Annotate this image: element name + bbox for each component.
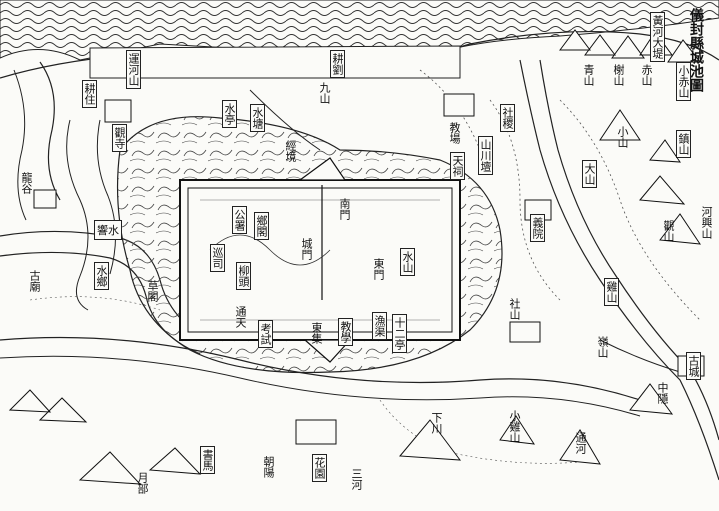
label-jiaoxue: 教學 xyxy=(338,318,353,346)
label-yuebu: 月部 xyxy=(136,472,149,494)
label-xunshi: 巡司 xyxy=(210,244,225,272)
label-guanshan: 觀山 xyxy=(662,220,675,242)
label-longgu: 龍谷 xyxy=(20,172,33,194)
label-shuiji: 水鄉 xyxy=(94,262,109,290)
label-zhenshan: 鎮山 xyxy=(676,130,691,158)
label-dongmen: 東門 xyxy=(372,258,385,280)
label-xiashui: 響水 xyxy=(94,220,122,240)
label-xiaojishan: 小雞山 xyxy=(508,410,521,443)
label-jishan: 雞山 xyxy=(604,278,619,306)
label-tongtian: 通天 xyxy=(234,306,247,328)
label-nanmen: 南門 xyxy=(338,198,351,220)
label-yiyuan: 義院 xyxy=(530,214,545,242)
label-hushan: 九山 xyxy=(318,82,331,104)
label-tonghe: 通河 xyxy=(574,432,587,454)
label-gengdiao: 耕劉 xyxy=(330,50,345,78)
label-gongyu: 公署 xyxy=(232,206,247,234)
label-xiaoshan: 小山 xyxy=(616,126,629,148)
label-guansi: 觀寺 xyxy=(112,124,127,152)
label-hexingshan: 河興山 xyxy=(700,206,713,239)
label-qingshan: 青山 xyxy=(582,64,595,86)
label-gucheng: 古城 xyxy=(686,352,701,380)
label-huayuan: 花園 xyxy=(312,454,327,482)
label-dongji: 東集 xyxy=(310,322,323,344)
label-xiangge: 鄉閣 xyxy=(254,212,269,240)
buildings xyxy=(33,93,705,445)
top-water xyxy=(0,0,719,221)
label-shanhuan: 山川壇 xyxy=(478,136,493,175)
label-shuma: 書馬 xyxy=(200,446,215,474)
label-xiaochishan: 小赤山 xyxy=(676,62,691,101)
label-huanghe-dadi: 黃河大堤 xyxy=(650,12,665,62)
label-chaoyang: 朝陽 xyxy=(262,456,275,478)
label-lianshan: 運河山 xyxy=(126,50,141,89)
label-liutou: 柳頭 xyxy=(236,262,251,290)
right-river xyxy=(519,59,719,481)
label-shuishan: 水山 xyxy=(400,248,415,276)
label-sanhe: 三河 xyxy=(350,468,363,490)
label-shiwu: 十二亭 xyxy=(392,314,407,353)
label-tianshi: 天祠 xyxy=(450,152,465,180)
label-chengmen: 城門 xyxy=(300,238,313,260)
label-lingshan: 嶺山 xyxy=(596,336,609,358)
label-shuitang: 水塘 xyxy=(250,104,265,132)
label-sheshan: 社山 xyxy=(508,298,521,320)
label-caoge: 草閣 xyxy=(146,280,159,302)
label-dashan: 大山 xyxy=(582,160,597,188)
map-title: 儀封縣城池圖 xyxy=(688,8,704,92)
label-shuiting: 水亭 xyxy=(222,100,237,128)
label-chishan: 赤山 xyxy=(640,64,653,86)
label-chengshan: 榭山 xyxy=(612,64,625,86)
label-zhongyin: 中隱 xyxy=(656,382,669,404)
label-jiaochang: 教場 xyxy=(448,122,461,144)
label-sheji: 社稷 xyxy=(500,104,515,132)
label-kaoshi: 考試 xyxy=(258,320,273,348)
mountains xyxy=(8,29,702,485)
label-yuqu: 漁渠 xyxy=(372,312,387,340)
label-gengzhu: 耕住 xyxy=(82,80,97,108)
label-xiachuan: 下川 xyxy=(430,412,443,434)
label-jingjing: 經境 xyxy=(284,140,297,162)
label-gumiao: 古廟 xyxy=(28,270,41,292)
